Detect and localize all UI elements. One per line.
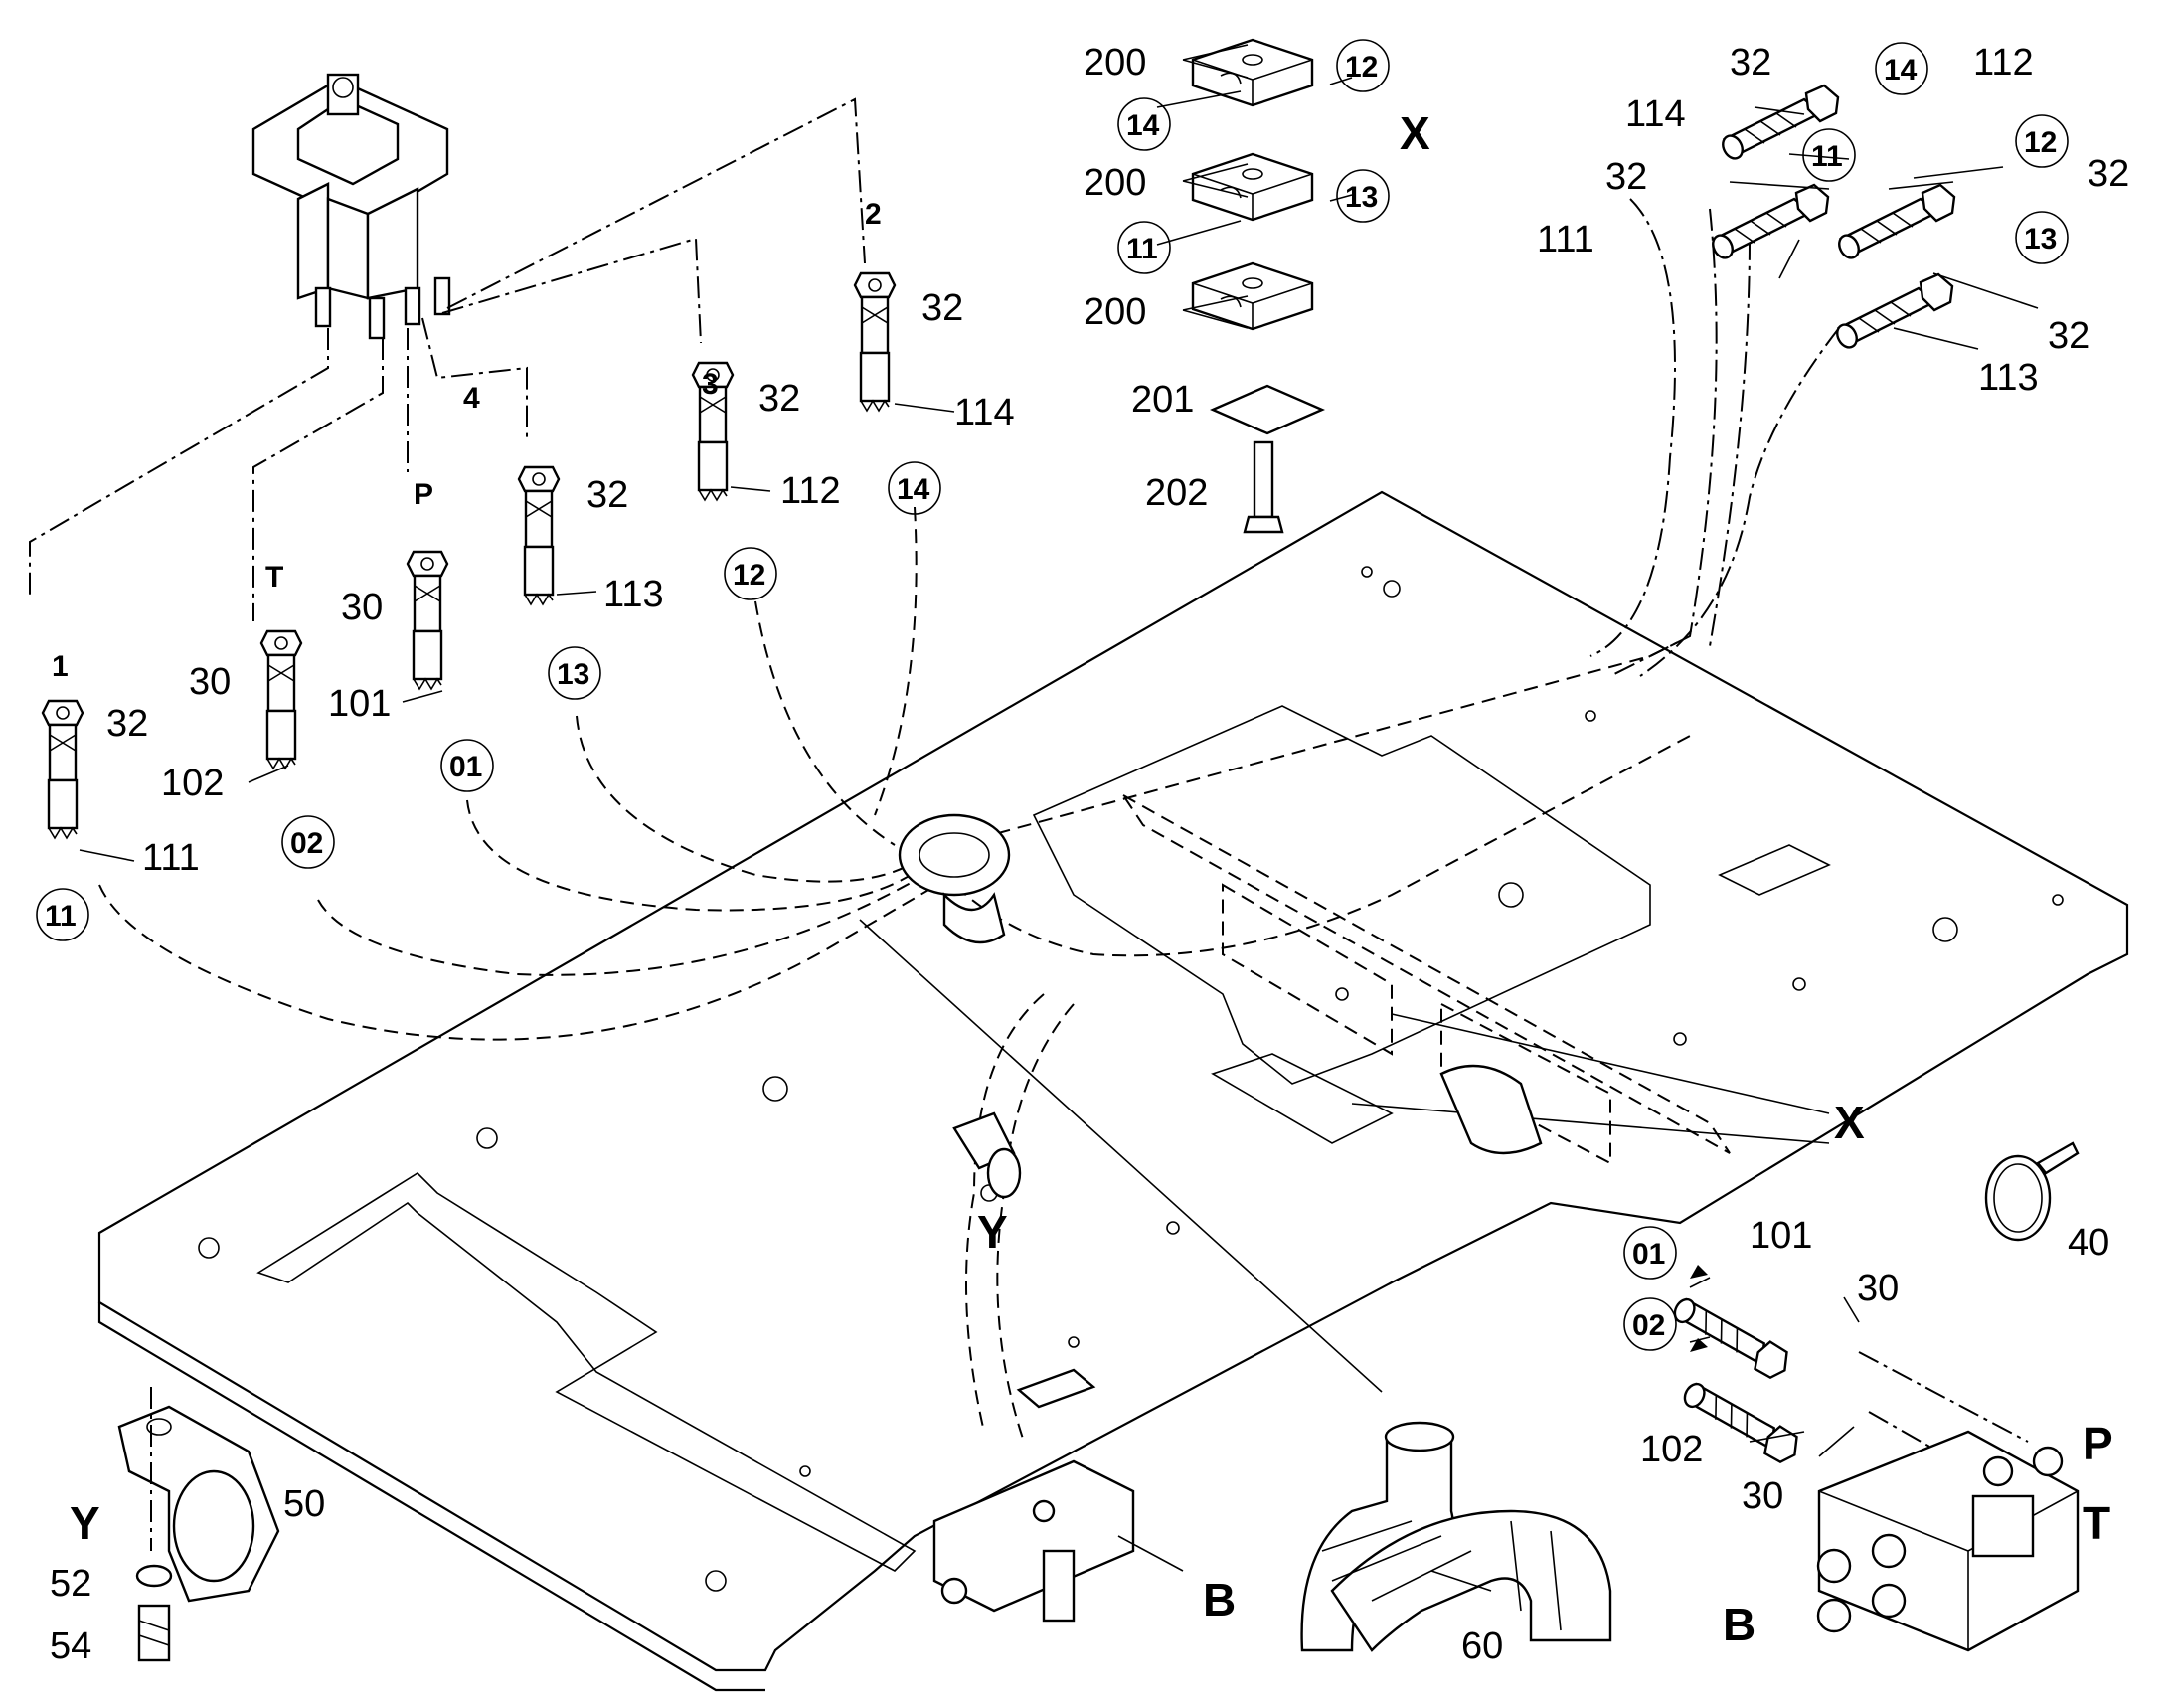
label-30-br-b: 30 xyxy=(1742,1475,1783,1517)
fitting-101 xyxy=(406,550,449,691)
label-202: 202 xyxy=(1145,472,1208,514)
plate-label xyxy=(1016,1368,1096,1409)
port-label-2: 2 xyxy=(865,198,882,231)
fitting-102 xyxy=(259,629,303,770)
clamp-50-detail xyxy=(117,1387,280,1662)
hose-fitting-111 xyxy=(1708,183,1830,263)
label-30-a: 30 xyxy=(189,661,231,703)
plate-holes xyxy=(198,566,2064,1592)
valve-block-dashed xyxy=(1122,794,1731,1165)
hose-fitting-101 xyxy=(1663,1264,1796,1408)
label-114-left: 114 xyxy=(954,392,1015,433)
label-200-b: 200 xyxy=(1084,162,1146,204)
detail-y-title: Y xyxy=(70,1497,100,1549)
label-113-left: 113 xyxy=(603,574,664,615)
callout-14-tr: 14 xyxy=(1884,54,1918,86)
label-112-left: 112 xyxy=(780,470,841,512)
label-101-left: 101 xyxy=(328,683,391,725)
label-113-tr: 113 xyxy=(1978,357,2039,399)
callout-14-x: 14 xyxy=(1126,109,1160,142)
callout-12-tr: 12 xyxy=(2024,126,2057,159)
label-60: 60 xyxy=(1461,1625,1503,1667)
text-labels: 1 2 3 4 P T 32 30 30 32 32 32 111 102 10… xyxy=(45,42,2129,1667)
label-40: 40 xyxy=(2068,1222,2109,1264)
label-30-br-a: 30 xyxy=(1857,1268,1899,1309)
port-label-t: T xyxy=(265,561,283,594)
pointer-b-label: B xyxy=(1203,1574,1236,1625)
port-label-p: P xyxy=(414,478,433,511)
pointer-y-label: Y xyxy=(977,1206,1008,1258)
callout-13-tr: 13 xyxy=(2024,223,2057,256)
label-32-tr-d: 32 xyxy=(2048,315,2089,357)
label-32-b: 32 xyxy=(586,474,628,516)
clamp-stack-x xyxy=(1191,38,1326,534)
y-clamp-in-plate xyxy=(952,1111,1022,1199)
label-32-d: 32 xyxy=(921,287,963,329)
port-label-1: 1 xyxy=(52,650,69,683)
manifold-b xyxy=(1816,1430,2080,1652)
label-30-b: 30 xyxy=(341,587,383,628)
arrows xyxy=(1690,1265,1708,1352)
callout-13-left: 13 xyxy=(557,658,589,691)
callout-13-x: 13 xyxy=(1345,181,1378,214)
label-201: 201 xyxy=(1131,379,1194,421)
label-111-left: 111 xyxy=(142,837,200,879)
label-54: 54 xyxy=(50,1625,91,1667)
label-52: 52 xyxy=(50,1563,91,1605)
detail-b-title: B xyxy=(1723,1599,1755,1650)
manifold-port-p: P xyxy=(2083,1418,2113,1469)
label-32-tr-b: 32 xyxy=(1605,156,1647,198)
hose-fitting-113 xyxy=(1832,272,1954,353)
label-102-br: 102 xyxy=(1640,1429,1703,1470)
label-114-tr: 114 xyxy=(1625,93,1686,135)
label-200-c: 200 xyxy=(1084,291,1146,333)
fitting-113 xyxy=(517,465,561,606)
label-102-left: 102 xyxy=(161,763,224,804)
label-50: 50 xyxy=(283,1483,325,1525)
callout-02-left: 02 xyxy=(290,827,323,860)
callout-01-br: 01 xyxy=(1632,1238,1665,1271)
label-111-tr: 111 xyxy=(1537,219,1594,260)
hose-fitting-112 xyxy=(1834,183,1956,263)
port-label-3: 3 xyxy=(702,368,719,401)
hose-clip-40 xyxy=(1984,1141,2080,1242)
callout-14-left: 14 xyxy=(897,473,930,506)
label-200-a: 200 xyxy=(1084,42,1146,84)
callout-12-left: 12 xyxy=(733,559,765,592)
pilot-valve xyxy=(251,73,451,340)
callout-11-left: 11 xyxy=(45,900,77,933)
detail-x-title: X xyxy=(1400,107,1430,159)
callout-12-x: 12 xyxy=(1345,51,1378,84)
callout-02-br: 02 xyxy=(1632,1309,1665,1342)
fitting-111 xyxy=(41,699,84,840)
callout-11-tr: 11 xyxy=(1811,140,1843,173)
grommet xyxy=(898,813,1011,944)
pointer-x-label: X xyxy=(1834,1097,1865,1148)
label-101-br: 101 xyxy=(1750,1215,1812,1257)
manifold-port-t: T xyxy=(2083,1497,2110,1549)
label-32-a: 32 xyxy=(106,703,148,745)
port-label-4: 4 xyxy=(463,382,480,415)
label-32-tr-c: 32 xyxy=(2088,153,2129,195)
leader-lines xyxy=(79,44,2039,1572)
circle-callouts xyxy=(36,39,2069,1351)
base-plate xyxy=(97,490,2129,1692)
label-32-tr-a: 32 xyxy=(1730,42,1771,84)
manifold-b-in-plate xyxy=(932,1459,1135,1623)
callout-11-x: 11 xyxy=(1126,233,1158,265)
label-112-tr: 112 xyxy=(1973,42,2034,84)
flex-tube-60 xyxy=(1300,1421,1612,1652)
fitting-114 xyxy=(853,271,897,413)
label-32-c: 32 xyxy=(758,378,800,420)
callout-01-left: 01 xyxy=(449,751,482,783)
